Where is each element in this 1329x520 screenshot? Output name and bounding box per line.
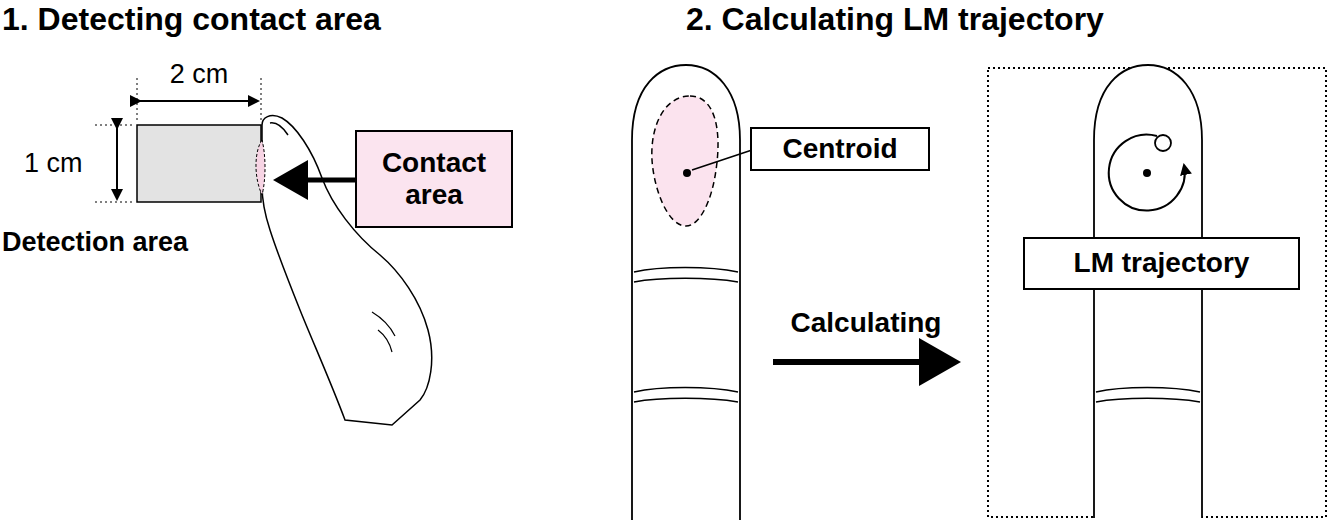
finger	[632, 65, 752, 520]
section-heading: 1. Detecting contact area	[2, 2, 381, 37]
leader-arrow	[278, 178, 355, 183]
detection-rect	[137, 125, 261, 202]
callout-box: Contact area	[355, 130, 513, 228]
process-arrow	[773, 359, 955, 365]
callout-box: Centroid	[750, 127, 930, 171]
box-text: Centroid	[782, 133, 897, 165]
part-label: Detection area	[2, 228, 188, 258]
callout-box: LM trajectory	[1023, 237, 1300, 290]
section-heading: 2. Calculating LM trajectory	[686, 2, 1104, 37]
dimension-label: 1 cm	[24, 149, 83, 179]
finger	[1094, 65, 1202, 518]
process-label: Calculating	[791, 308, 942, 339]
box-text: Contact area	[370, 147, 498, 211]
dimension-label: 2 cm	[170, 60, 229, 90]
box-text: LM trajectory	[1074, 247, 1250, 279]
